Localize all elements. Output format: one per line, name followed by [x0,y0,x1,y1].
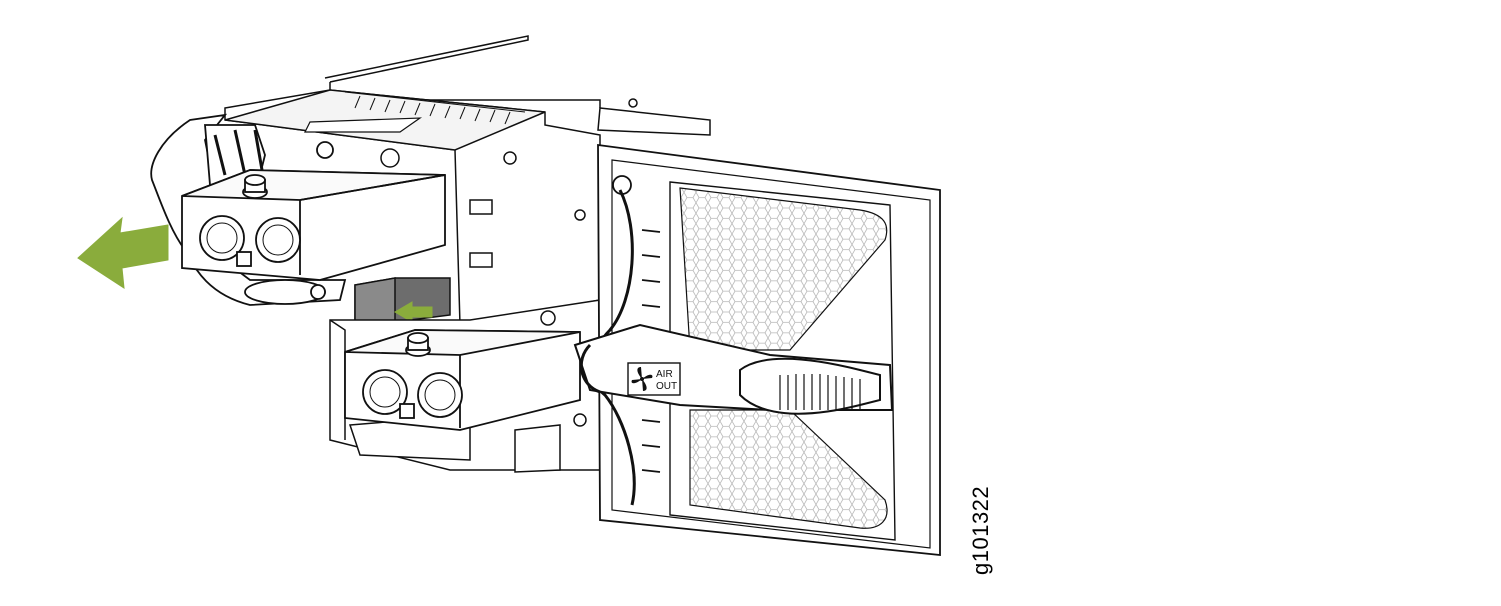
thumbscrew-icon [405,332,431,357]
air-out-badge: AIR OUT [627,362,681,396]
figure-id-label: g101322 [968,485,993,575]
fan-module [590,143,941,556]
push-arrow-icon [394,301,433,323]
thumbscrew-icon [242,174,268,199]
upper-psu-body [224,89,601,326]
pull-arrow-icon [77,216,169,289]
air-out-line2: OUT [656,381,677,392]
air-out-line1: AIR [656,369,673,380]
psu-vent-slots [354,95,511,125]
handle-grip-ridges [779,374,861,410]
upper-terminal-block [181,169,446,281]
fan-icon [631,367,653,391]
lower-terminal-block [344,329,581,431]
